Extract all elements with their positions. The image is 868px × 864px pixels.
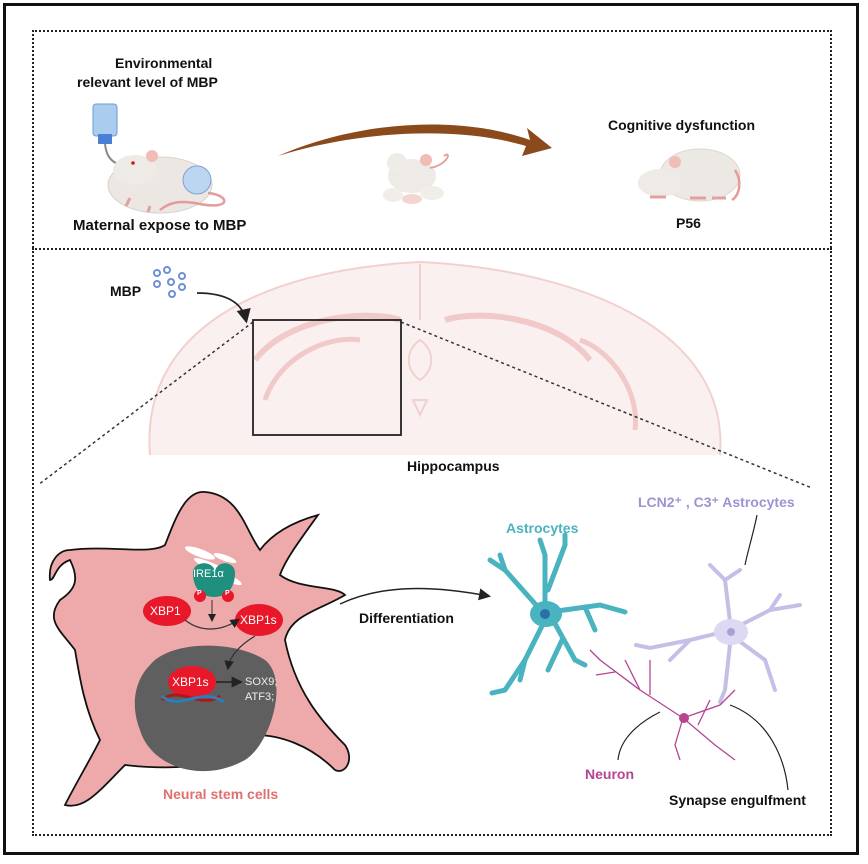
neural-stem-cells-label: Neural stem cells <box>163 786 279 802</box>
reactive-astrocyte-cell <box>634 563 802 704</box>
hippocampus-label: Hippocampus <box>407 458 500 474</box>
hippocampus-zoom-box <box>252 319 402 436</box>
mbp-label: MBP <box>110 283 142 299</box>
brain-section-illustration <box>148 260 722 456</box>
differentiation-arrow <box>339 587 491 605</box>
exposure-title-line2: relevant level of MBP <box>77 74 218 90</box>
figure-frame <box>3 3 859 855</box>
zoom-guide-left <box>37 321 254 486</box>
maternal-exposure-label: Maternal expose to MBP <box>73 217 247 234</box>
bottom-panel <box>32 248 832 836</box>
xbp1s-cytoplasm-label: XBP1s <box>240 613 277 627</box>
differentiation-label: Differentiation <box>359 610 454 626</box>
water-bottle-icon <box>92 103 119 165</box>
neural-stem-cell <box>48 491 350 807</box>
exposure-title-line1: Environmental <box>115 55 213 71</box>
sox9-label: SOX9; <box>245 676 278 688</box>
atf3-label: ATF3; <box>245 691 275 703</box>
reactive-astrocyte-callout <box>744 514 758 566</box>
xbp1-label: XBP1 <box>150 604 181 618</box>
development-arrow <box>278 124 552 156</box>
age-label: P56 <box>676 215 701 231</box>
mother-with-pups-icon <box>383 153 449 204</box>
mbp-particles-icon <box>153 266 186 298</box>
top-panel <box>32 30 832 248</box>
neuron-label: Neuron <box>585 766 634 782</box>
adult-mouse-icon <box>638 148 741 202</box>
cognitive-dysfunction-label: Cognitive dysfunction <box>608 117 755 133</box>
ire1a-label: IRE1α <box>193 568 224 580</box>
reactive-astrocytes-label: LCN2⁺ , C3⁺ Astrocytes <box>638 494 795 510</box>
pregnant-mouse-icon <box>107 150 226 214</box>
phospho-label-1: P <box>197 590 202 597</box>
mbp-entry-arrow <box>196 292 251 324</box>
neuron-cell <box>589 649 736 761</box>
astrocyte-cell <box>487 532 628 696</box>
synapse-engulfment-label: Synapse engulfment <box>669 792 806 808</box>
synapse-callout <box>729 704 789 791</box>
neuron-callout <box>617 711 661 761</box>
astrocytes-label: Astrocytes <box>506 520 579 536</box>
zoom-guide-right <box>400 321 813 489</box>
xbp1s-nucleus-label: XBP1s <box>172 675 209 689</box>
phospho-label-2: P <box>225 590 230 597</box>
